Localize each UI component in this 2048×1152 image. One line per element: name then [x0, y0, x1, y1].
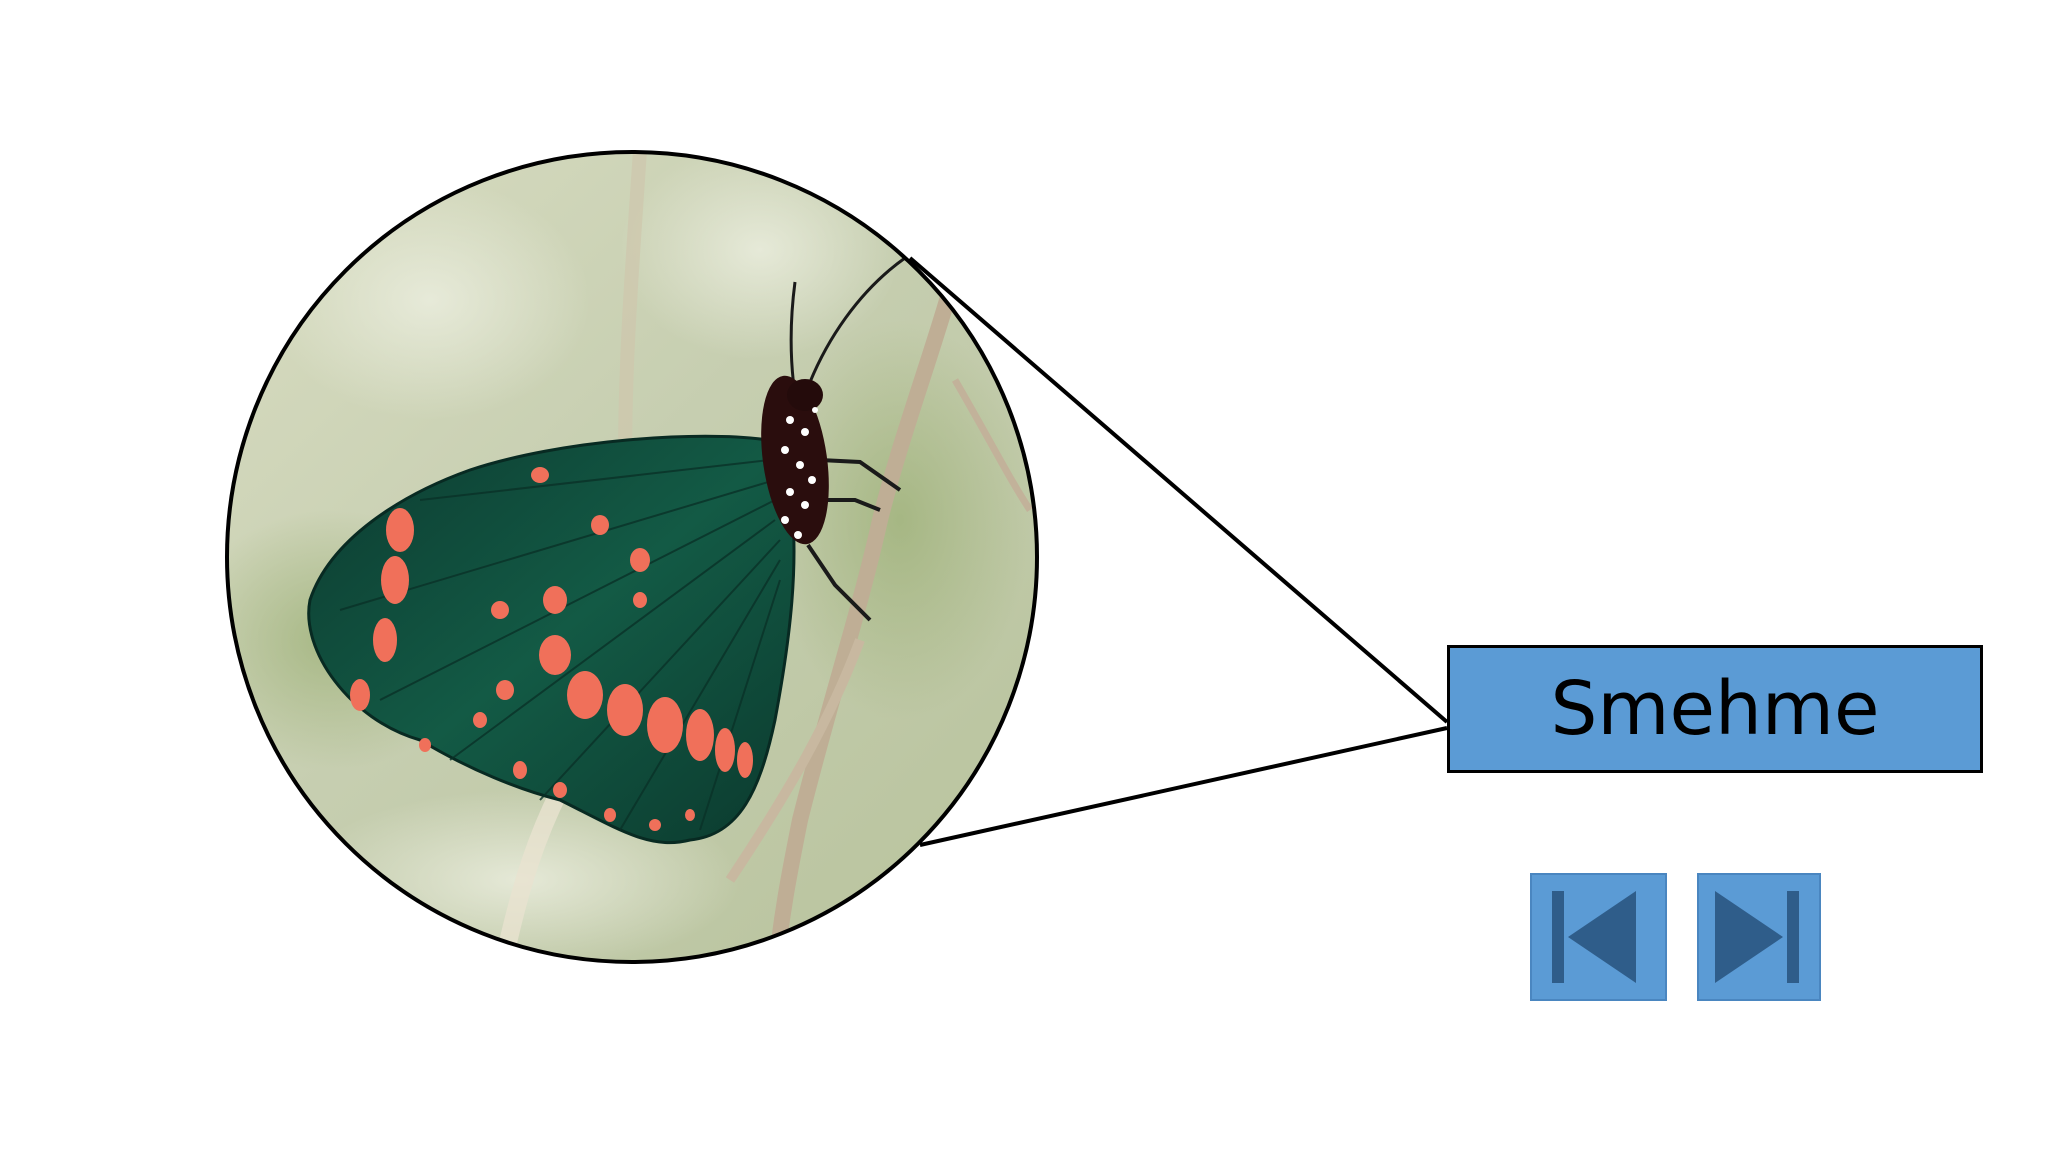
butterfly-photo [227, 152, 1037, 962]
skip-next-icon [1715, 891, 1799, 983]
callout-label-box: Smehme [1447, 645, 1983, 773]
previous-slide-button[interactable] [1530, 873, 1667, 1001]
callout-line-upper [908, 256, 1449, 724]
skip-previous-icon [1552, 891, 1636, 983]
next-slide-button[interactable] [1697, 873, 1821, 1001]
callout-label: Smehme [1550, 666, 1880, 752]
callout-line-lower [919, 726, 1448, 847]
magnifier-circle [225, 150, 1039, 964]
